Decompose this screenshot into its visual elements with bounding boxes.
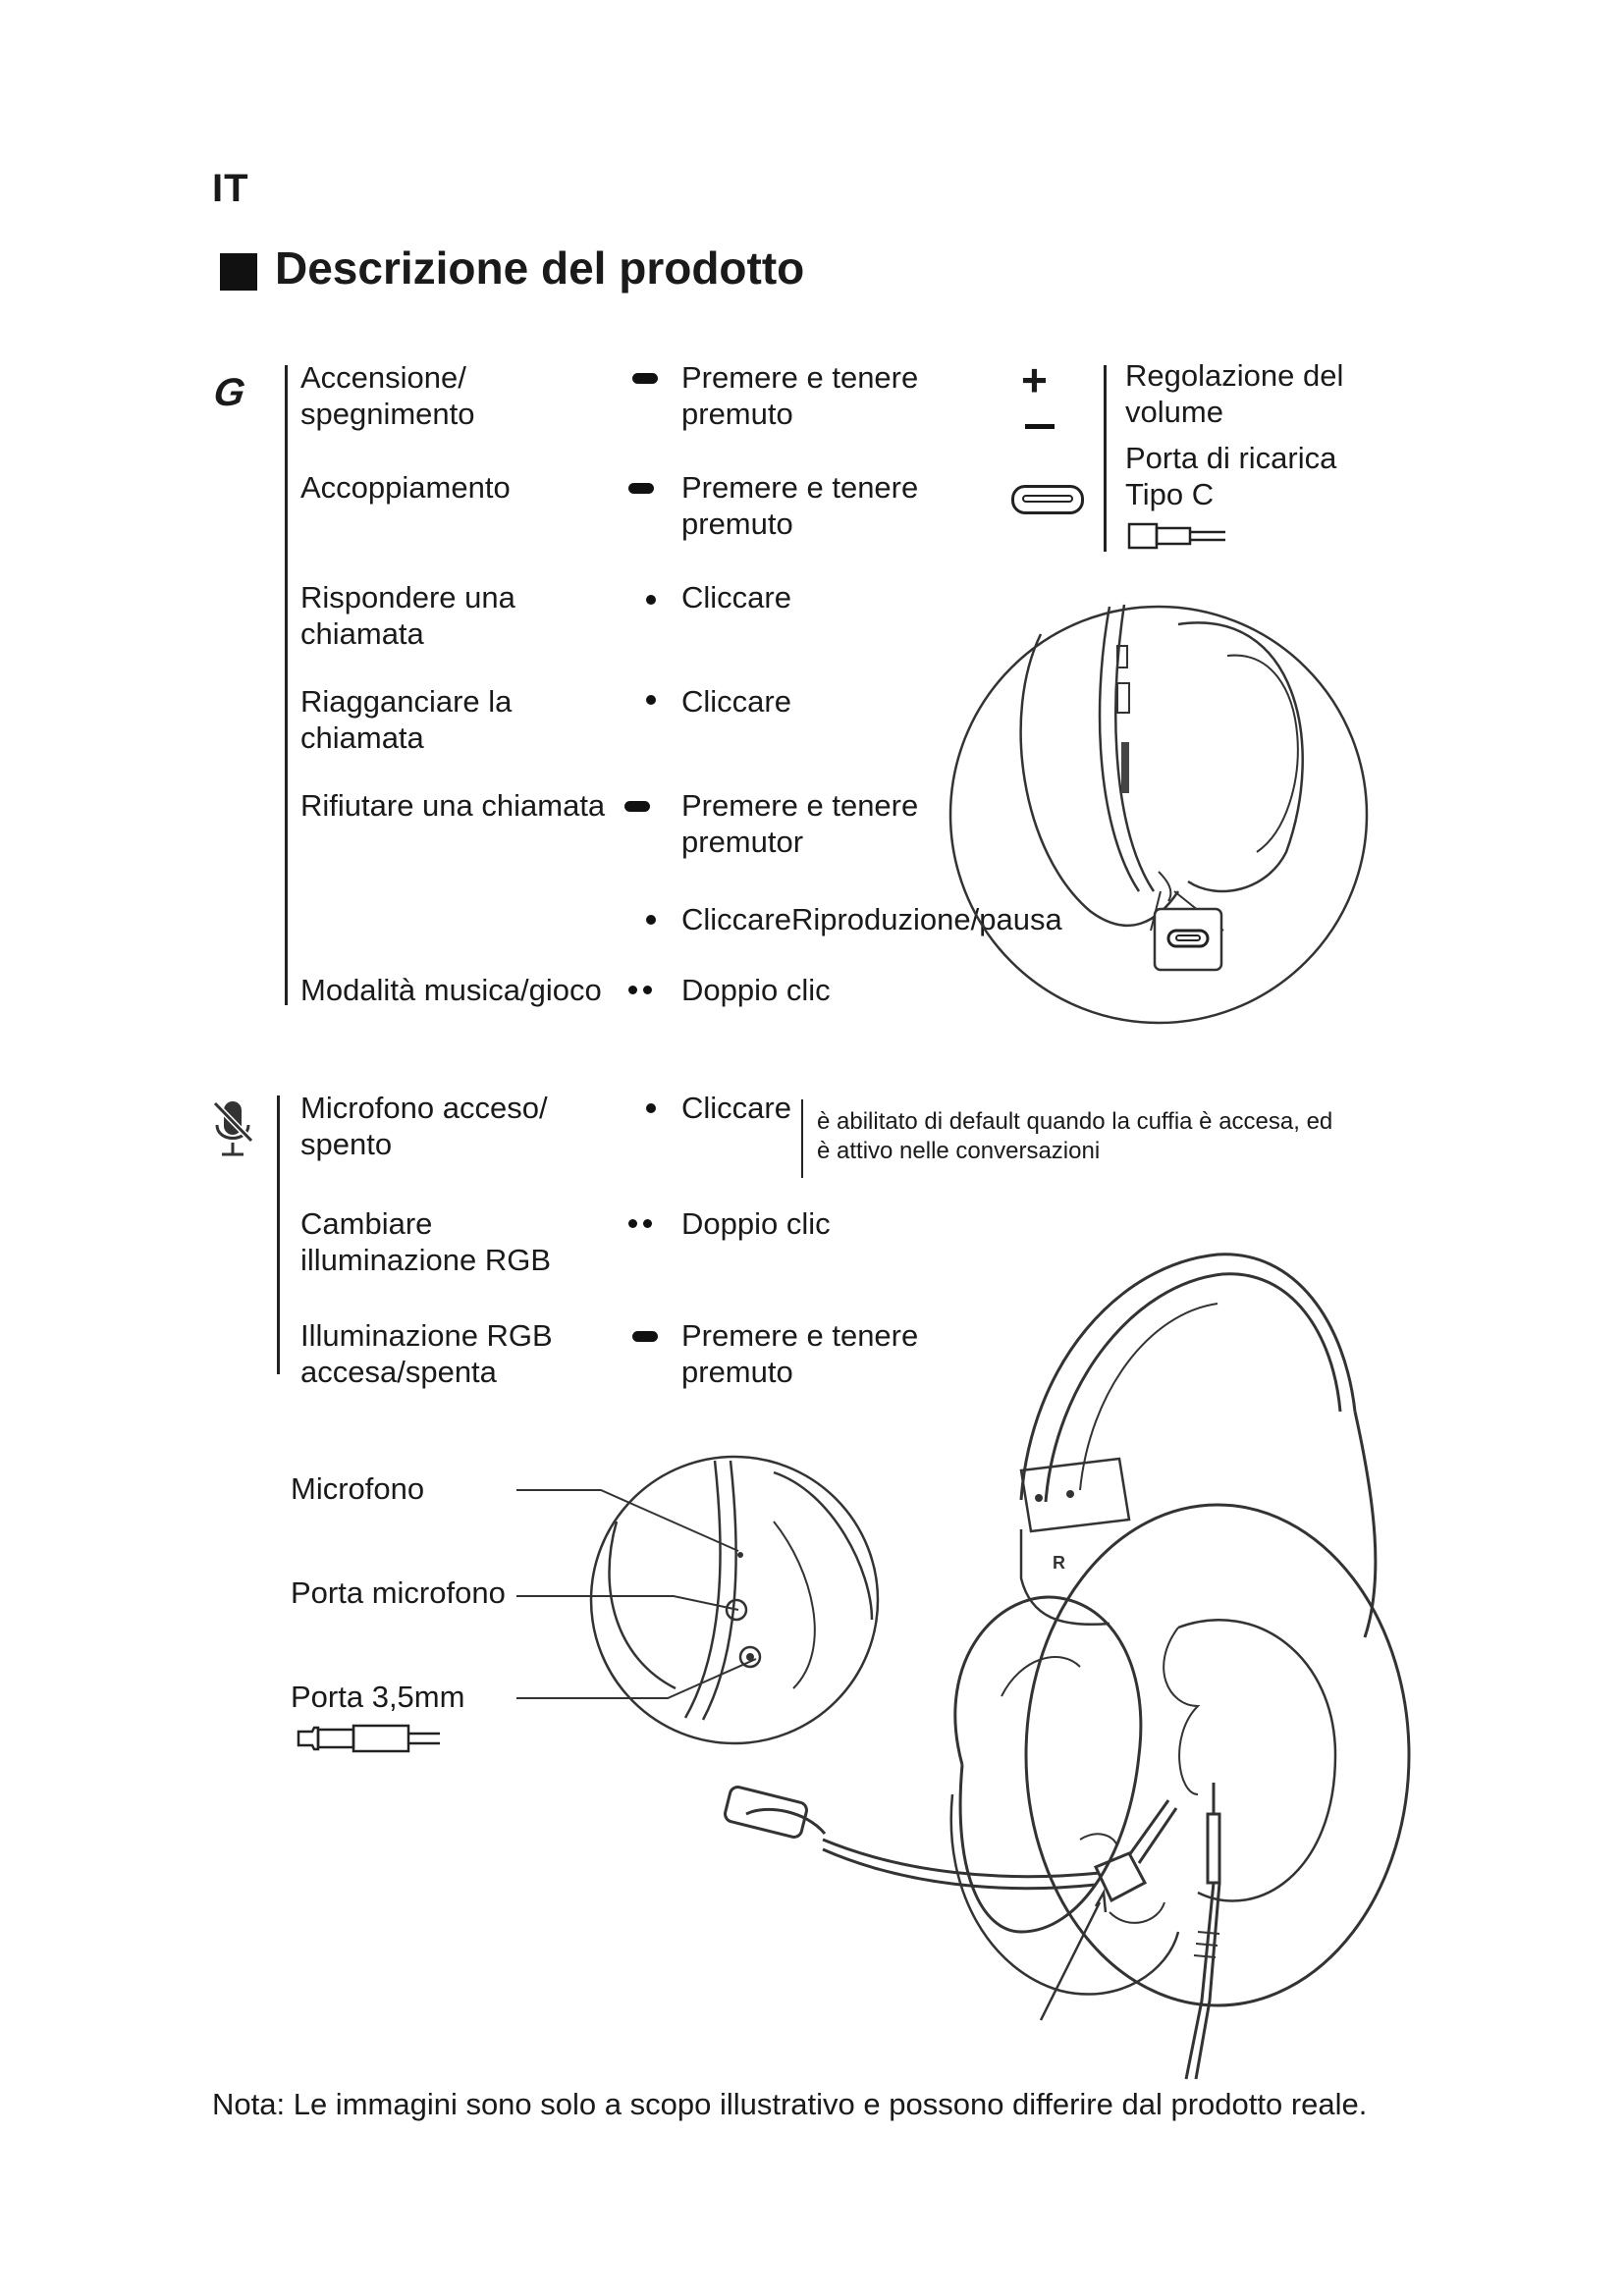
minus-icon bbox=[1025, 424, 1055, 429]
title-square-icon bbox=[220, 253, 257, 291]
side-info-divider bbox=[1104, 365, 1107, 552]
click-icon bbox=[646, 595, 656, 605]
jack-3-5mm-icon bbox=[297, 1724, 440, 1753]
mic-mute-icon bbox=[212, 1100, 254, 1156]
microphone-label: Microfono bbox=[291, 1471, 425, 1506]
earcup-controls-illustration bbox=[948, 604, 1369, 1025]
page-title: Descrizione del prodotto bbox=[275, 242, 805, 294]
op-hang-up: Cliccare bbox=[681, 684, 791, 719]
action-mic-toggle: Microfono acceso/spento bbox=[300, 1091, 548, 1161]
mic-port-zoom-illustration bbox=[589, 1455, 880, 1745]
action-power: Accensione/spegnimento bbox=[300, 360, 475, 431]
double-click-icon bbox=[628, 1219, 652, 1228]
language-code: IT bbox=[212, 167, 249, 210]
headset-illustration: R bbox=[724, 1253, 1411, 2080]
long-press-icon bbox=[632, 1331, 658, 1342]
op-answer-call: Cliccare bbox=[681, 580, 791, 614]
action-reject-call: Rifiutare una chiamata bbox=[300, 788, 606, 823]
usb-c-cable-icon bbox=[1127, 522, 1225, 550]
click-icon bbox=[646, 1103, 656, 1113]
right-side-r-marker: R bbox=[1053, 1553, 1065, 1573]
plus-icon: + bbox=[1021, 354, 1048, 405]
double-click-icon bbox=[628, 986, 652, 994]
jack-port-label: Porta 3,5mm bbox=[291, 1680, 465, 1714]
click-icon bbox=[646, 915, 656, 925]
op-rgb-change: Doppio clic bbox=[681, 1206, 831, 1241]
op-play-pause: CliccareRiproduzione/pausa bbox=[681, 902, 1062, 936]
op-music-game-mode: Doppio clic bbox=[681, 973, 831, 1007]
disclaimer-note: Nota: Le immagini sono solo a scopo illu… bbox=[212, 2087, 1368, 2121]
click-icon bbox=[646, 695, 656, 705]
action-pairing: Accoppiamento bbox=[300, 470, 511, 505]
long-press-icon bbox=[628, 483, 654, 494]
g-section-divider bbox=[285, 365, 288, 1005]
action-music-game-mode: Modalità musica/gioco bbox=[300, 973, 602, 1007]
long-press-icon bbox=[632, 373, 658, 384]
long-press-icon bbox=[624, 801, 650, 812]
mic-note-divider bbox=[801, 1099, 803, 1178]
mic-default-note: è abilitato di default quando la cuffia … bbox=[817, 1108, 1333, 1164]
type-c-port-icon bbox=[1011, 485, 1084, 514]
op-mic-toggle: Cliccare bbox=[681, 1091, 791, 1125]
mic-section-divider bbox=[277, 1095, 280, 1374]
mic-port-label: Porta microfono bbox=[291, 1575, 506, 1610]
